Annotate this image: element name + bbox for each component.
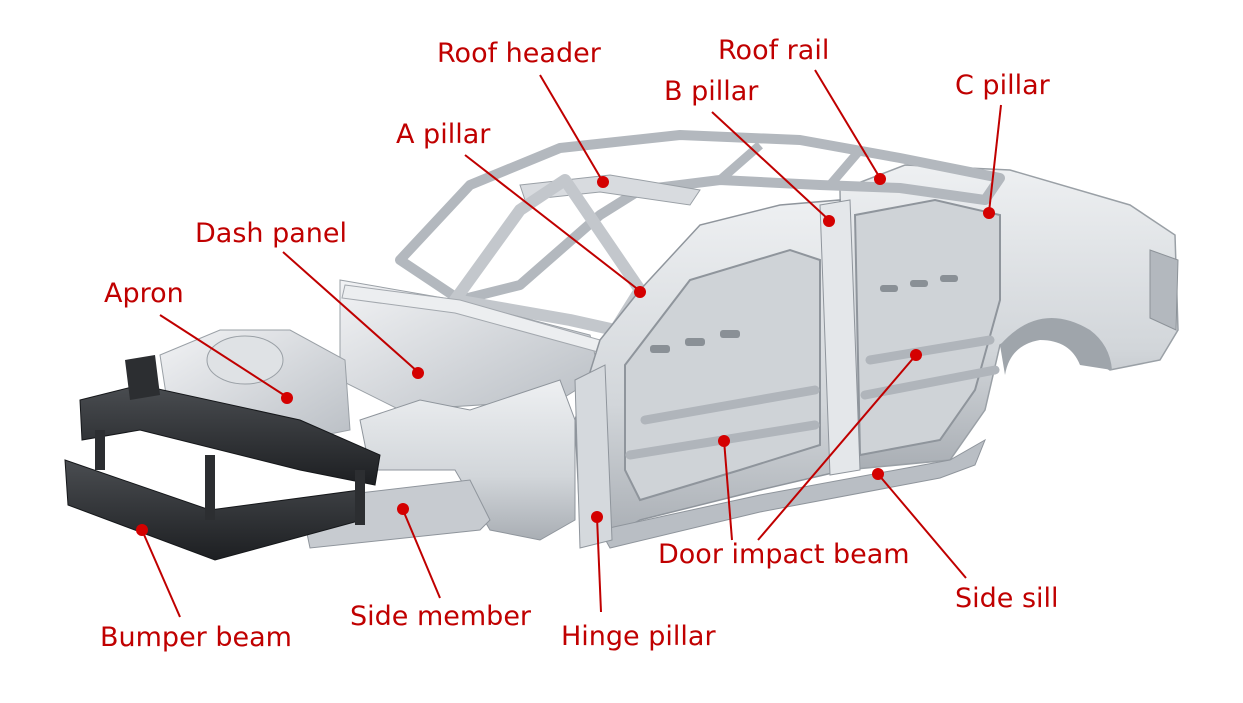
hinge-pillar-post (574, 364, 613, 549)
rear-wheel-arch (1000, 318, 1112, 375)
leader-hinge-pillar (596, 516, 602, 613)
front-inner-structure (359, 379, 576, 541)
marker-c-pillar (983, 207, 995, 219)
label-b-pillar: B pillar (664, 76, 759, 107)
marker-roof-rail (874, 173, 886, 185)
leader-a-pillar (464, 154, 641, 292)
label-bumper-beam: Bumper beam (100, 622, 292, 653)
rear-light-area (1149, 249, 1179, 331)
label-side-sill: Side sill (955, 583, 1059, 614)
label-apron: Apron (104, 278, 184, 309)
marker-side-sill (872, 468, 884, 480)
side-sill-rail (599, 438, 986, 549)
marker-apron (281, 392, 293, 404)
bumper-brackets (95, 430, 365, 525)
marker-b-pillar (823, 215, 835, 227)
door-slots (650, 275, 958, 353)
leader-c-pillar (988, 104, 1002, 213)
leader-lines (141, 69, 1002, 618)
marker-bumper-beam (136, 524, 148, 536)
label-roof-header: Roof header (437, 38, 601, 69)
label-door-impact-beam: Door impact beam (658, 539, 910, 570)
marker-door-impact-beam-front (718, 435, 730, 447)
marker-dash-panel (412, 367, 424, 379)
leader-dash-panel (282, 251, 419, 373)
marker-hinge-pillar (591, 511, 603, 523)
label-roof-rail: Roof rail (718, 35, 830, 66)
car-body-illustration (64, 130, 1179, 561)
marker-side-member (397, 503, 409, 515)
leader-roof-rail (814, 69, 881, 179)
label-side-member: Side member (350, 601, 532, 632)
leader-door-impact-beam-1 (723, 439, 733, 541)
leader-side-member (402, 509, 441, 599)
front-upper-bracket (125, 355, 160, 400)
label-hinge-pillar: Hinge pillar (561, 621, 716, 652)
leader-door-impact-beam-2 (757, 354, 917, 541)
marker-a-pillar (634, 286, 646, 298)
leader-b-pillar (711, 111, 830, 221)
leader-apron (159, 314, 288, 398)
b-pillar-post (819, 199, 861, 476)
front-door-opening (624, 248, 821, 502)
roof-structure (395, 130, 1005, 305)
leader-roof-header (539, 74, 604, 183)
marker-roof-header (597, 176, 609, 188)
leader-bumper-beam (141, 529, 181, 618)
label-a-pillar: A pillar (396, 119, 491, 150)
label-c-pillar: C pillar (955, 70, 1050, 101)
label-dash-panel: Dash panel (195, 218, 348, 249)
leader-side-sill (877, 473, 967, 579)
marker-dots (136, 173, 995, 536)
shock-tower (206, 335, 284, 385)
marker-door-impact-beam-rear (910, 349, 922, 361)
